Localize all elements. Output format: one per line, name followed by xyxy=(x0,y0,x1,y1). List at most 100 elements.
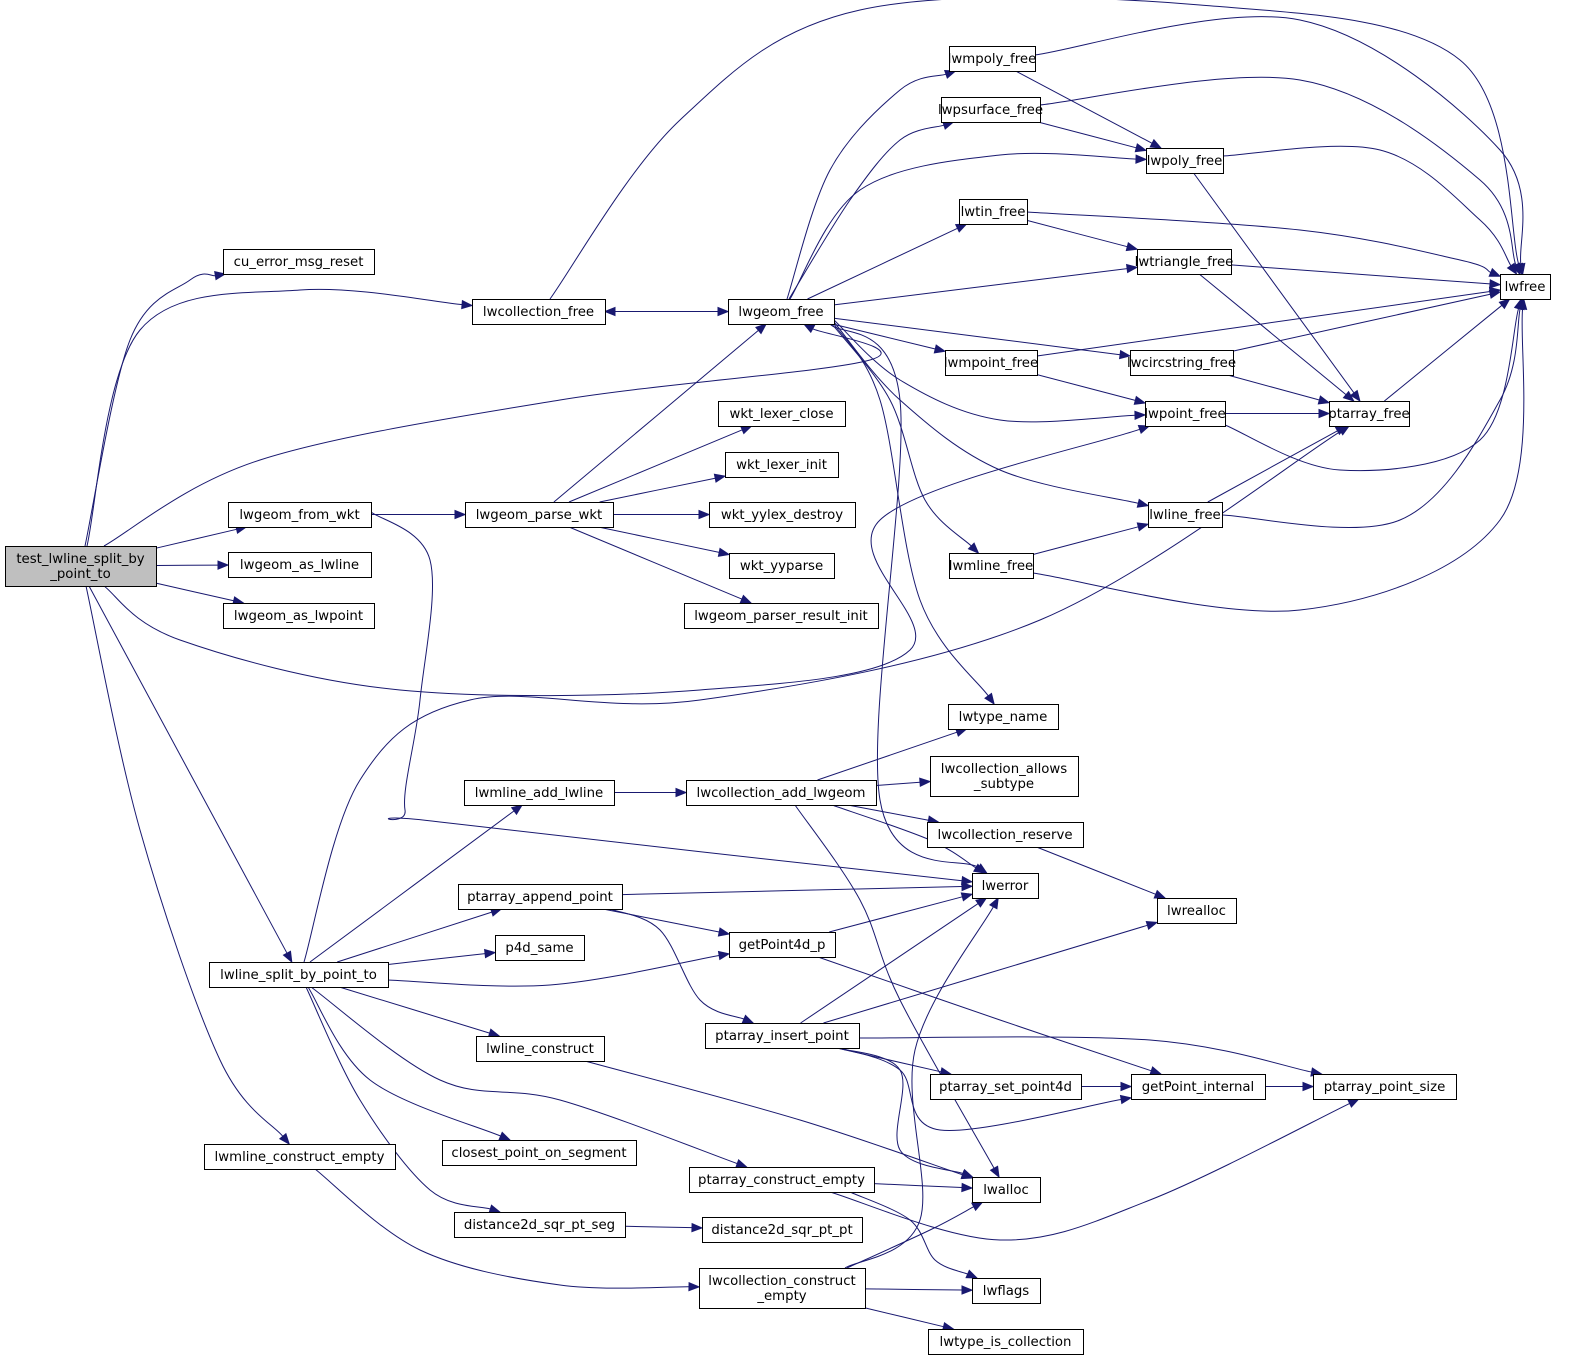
node-ptarray-free[interactable]: ptarray_free xyxy=(1328,401,1410,427)
node-lwrealloc[interactable]: lwrealloc xyxy=(1157,898,1237,924)
node-box[interactable] xyxy=(949,553,1034,579)
node-box[interactable] xyxy=(1137,249,1232,275)
node-box[interactable] xyxy=(728,299,835,325)
node-lwcollection-free[interactable]: lwcollection_free xyxy=(472,299,606,325)
node-wkt-yylex-destroy[interactable]: wkt_yylex_destroy xyxy=(709,502,856,528)
node-lwgeom-free[interactable]: lwgeom_free xyxy=(728,299,835,325)
node-box[interactable] xyxy=(972,1278,1041,1304)
node-lwpoint-free[interactable]: lwpoint_free xyxy=(1144,401,1226,427)
node-box[interactable] xyxy=(930,756,1079,797)
node-ptarray-append-point[interactable]: ptarray_append_point xyxy=(458,884,623,910)
node-ptarray-construct-empty[interactable]: ptarray_construct_empty xyxy=(689,1167,875,1193)
node-box[interactable] xyxy=(465,502,614,528)
node-box[interactable] xyxy=(442,1140,637,1166)
node-lwcollection-construct-empty[interactable]: lwcollection_construct_empty xyxy=(699,1268,866,1309)
node-wkt-yyparse[interactable]: wkt_yyparse xyxy=(729,553,835,579)
node-closest-point-on-segment[interactable]: closest_point_on_segment xyxy=(442,1140,637,1166)
node-lwtriangle-free[interactable]: lwtriangle_free xyxy=(1135,249,1234,275)
node-box[interactable] xyxy=(705,1023,860,1049)
node-lwflags[interactable]: lwflags xyxy=(972,1278,1041,1304)
node-lwmpoint-free[interactable]: lwmpoint_free xyxy=(944,350,1038,376)
node-box[interactable] xyxy=(1148,502,1223,528)
node-lwtin-free[interactable]: lwtin_free xyxy=(959,199,1028,225)
node-lwline-split-by-point-to[interactable]: lwline_split_by_point_to xyxy=(209,962,389,988)
node-lwalloc[interactable]: lwalloc xyxy=(972,1177,1041,1203)
node-box[interactable] xyxy=(948,704,1059,730)
node-lwline-construct[interactable]: lwline_construct xyxy=(476,1036,605,1062)
node-box[interactable] xyxy=(702,1217,863,1243)
node-lwline-free[interactable]: lwline_free xyxy=(1148,502,1223,528)
node-box[interactable] xyxy=(495,935,585,961)
node-lwerror[interactable]: lwerror xyxy=(972,873,1039,899)
node-box[interactable] xyxy=(1329,401,1410,427)
node-lwgeom-as-lwpoint[interactable]: lwgeom_as_lwpoint xyxy=(223,603,375,629)
node-box[interactable] xyxy=(959,199,1028,225)
node-box[interactable] xyxy=(729,553,835,579)
node-ptarray-point-size[interactable]: ptarray_point_size xyxy=(1313,1074,1457,1100)
node-ptarray-set-point4d[interactable]: ptarray_set_point4d xyxy=(930,1074,1082,1100)
node-box[interactable] xyxy=(209,962,389,988)
node-lwcollection-add-lwgeom[interactable]: lwcollection_add_lwgeom xyxy=(686,780,877,806)
node-box[interactable] xyxy=(1131,1074,1266,1100)
node-box[interactable] xyxy=(686,780,877,806)
node-box[interactable] xyxy=(228,502,372,528)
node-getPoint-internal[interactable]: getPoint_internal xyxy=(1131,1074,1266,1100)
node-box[interactable] xyxy=(718,401,846,427)
node-lwpoly-free[interactable]: lwpoly_free xyxy=(1146,148,1224,174)
node-box[interactable] xyxy=(945,350,1038,376)
node-lwtype-is-collection[interactable]: lwtype_is_collection xyxy=(928,1329,1084,1355)
node-box[interactable] xyxy=(930,1074,1082,1100)
node-box[interactable] xyxy=(1146,148,1224,174)
node-box[interactable] xyxy=(689,1167,875,1193)
node-distance2d-sqr-pt-seg[interactable]: distance2d_sqr_pt_seg xyxy=(454,1212,626,1238)
node-p4d-same[interactable]: p4d_same xyxy=(495,935,585,961)
node-box[interactable] xyxy=(464,780,615,806)
node-box[interactable] xyxy=(204,1144,396,1170)
node-box[interactable] xyxy=(454,1212,626,1238)
node-lwgeom-as-lwline[interactable]: lwgeom_as_lwline xyxy=(228,552,372,578)
node-lwcircstring-free[interactable]: lwcircstring_free xyxy=(1127,350,1236,376)
node-box[interactable] xyxy=(476,1036,605,1062)
node-box[interactable] xyxy=(472,299,606,325)
node-lwmpoly-free[interactable]: lwmpoly_free xyxy=(948,46,1037,72)
node-ptarray-insert-point[interactable]: ptarray_insert_point xyxy=(705,1023,860,1049)
node-lwmline-free[interactable]: lwmline_free xyxy=(949,553,1034,579)
node-box[interactable] xyxy=(223,249,375,275)
node-lwtype-name[interactable]: lwtype_name xyxy=(948,704,1059,730)
node-box[interactable] xyxy=(684,603,879,629)
node-box[interactable] xyxy=(228,552,372,578)
node-box[interactable] xyxy=(5,546,157,587)
node-box[interactable] xyxy=(1157,898,1237,924)
node-box[interactable] xyxy=(1145,401,1226,427)
node-box[interactable] xyxy=(941,97,1041,123)
node-box[interactable] xyxy=(1500,274,1551,300)
node-box[interactable] xyxy=(699,1268,866,1309)
node-lwcollection-allows-subtype[interactable]: lwcollection_allows_subtype xyxy=(930,756,1079,797)
node-lwmline-construct-empty[interactable]: lwmline_construct_empty xyxy=(204,1144,396,1170)
node-test-lwline-split-by-point-to[interactable]: test_lwline_split_by_point_to xyxy=(5,546,157,587)
node-wkt-lexer-init[interactable]: wkt_lexer_init xyxy=(725,452,839,478)
node-box[interactable] xyxy=(1313,1074,1457,1100)
node-box[interactable] xyxy=(928,1329,1084,1355)
node-lwfree[interactable]: lwfree xyxy=(1500,274,1551,300)
node-box[interactable] xyxy=(223,603,375,629)
node-lwcollection-reserve[interactable]: lwcollection_reserve xyxy=(927,822,1084,848)
node-box[interactable] xyxy=(949,46,1036,72)
node-box[interactable] xyxy=(729,932,836,958)
node-wkt-lexer-close[interactable]: wkt_lexer_close xyxy=(718,401,846,427)
node-lwgeom-from-wkt[interactable]: lwgeom_from_wkt xyxy=(228,502,372,528)
node-box[interactable] xyxy=(927,822,1084,848)
node-box[interactable] xyxy=(709,502,856,528)
node-cu-error-msg-reset[interactable]: cu_error_msg_reset xyxy=(223,249,375,275)
node-lwgeom-parse-wkt[interactable]: lwgeom_parse_wkt xyxy=(465,502,614,528)
node-box[interactable] xyxy=(725,452,839,478)
node-lwmline-add-lwline[interactable]: lwmline_add_lwline xyxy=(464,780,615,806)
node-getPoint4d-p[interactable]: getPoint4d_p xyxy=(729,932,836,958)
node-box[interactable] xyxy=(972,1177,1041,1203)
node-lwpsurface-free[interactable]: lwpsurface_free xyxy=(938,97,1043,123)
node-box[interactable] xyxy=(972,873,1039,899)
node-distance2d-sqr-pt-pt[interactable]: distance2d_sqr_pt_pt xyxy=(702,1217,863,1243)
node-box[interactable] xyxy=(458,884,623,910)
node-box[interactable] xyxy=(1130,350,1234,376)
node-lwgeom-parser-result-init[interactable]: lwgeom_parser_result_init xyxy=(684,603,879,629)
